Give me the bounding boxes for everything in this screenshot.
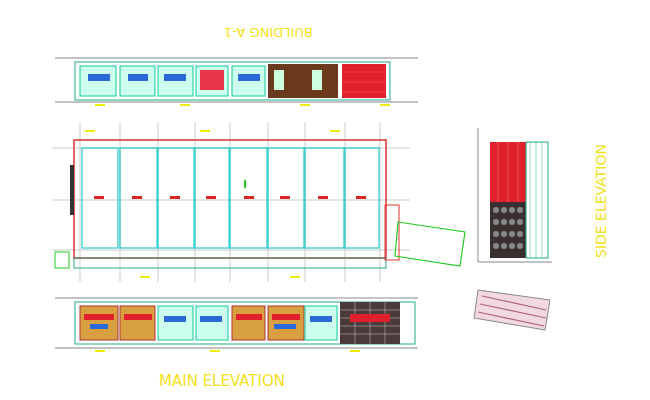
side-elevation-drawing [474, 128, 552, 330]
top-elevation [55, 58, 418, 106]
view-title: MAIN ELEVATION [159, 372, 285, 390]
floor-plan [52, 122, 465, 282]
main-elevation-drawing [55, 298, 418, 352]
view-title: SIDE ELEVATION [593, 144, 609, 258]
view-title: BUILDING A-1 [224, 25, 313, 40]
